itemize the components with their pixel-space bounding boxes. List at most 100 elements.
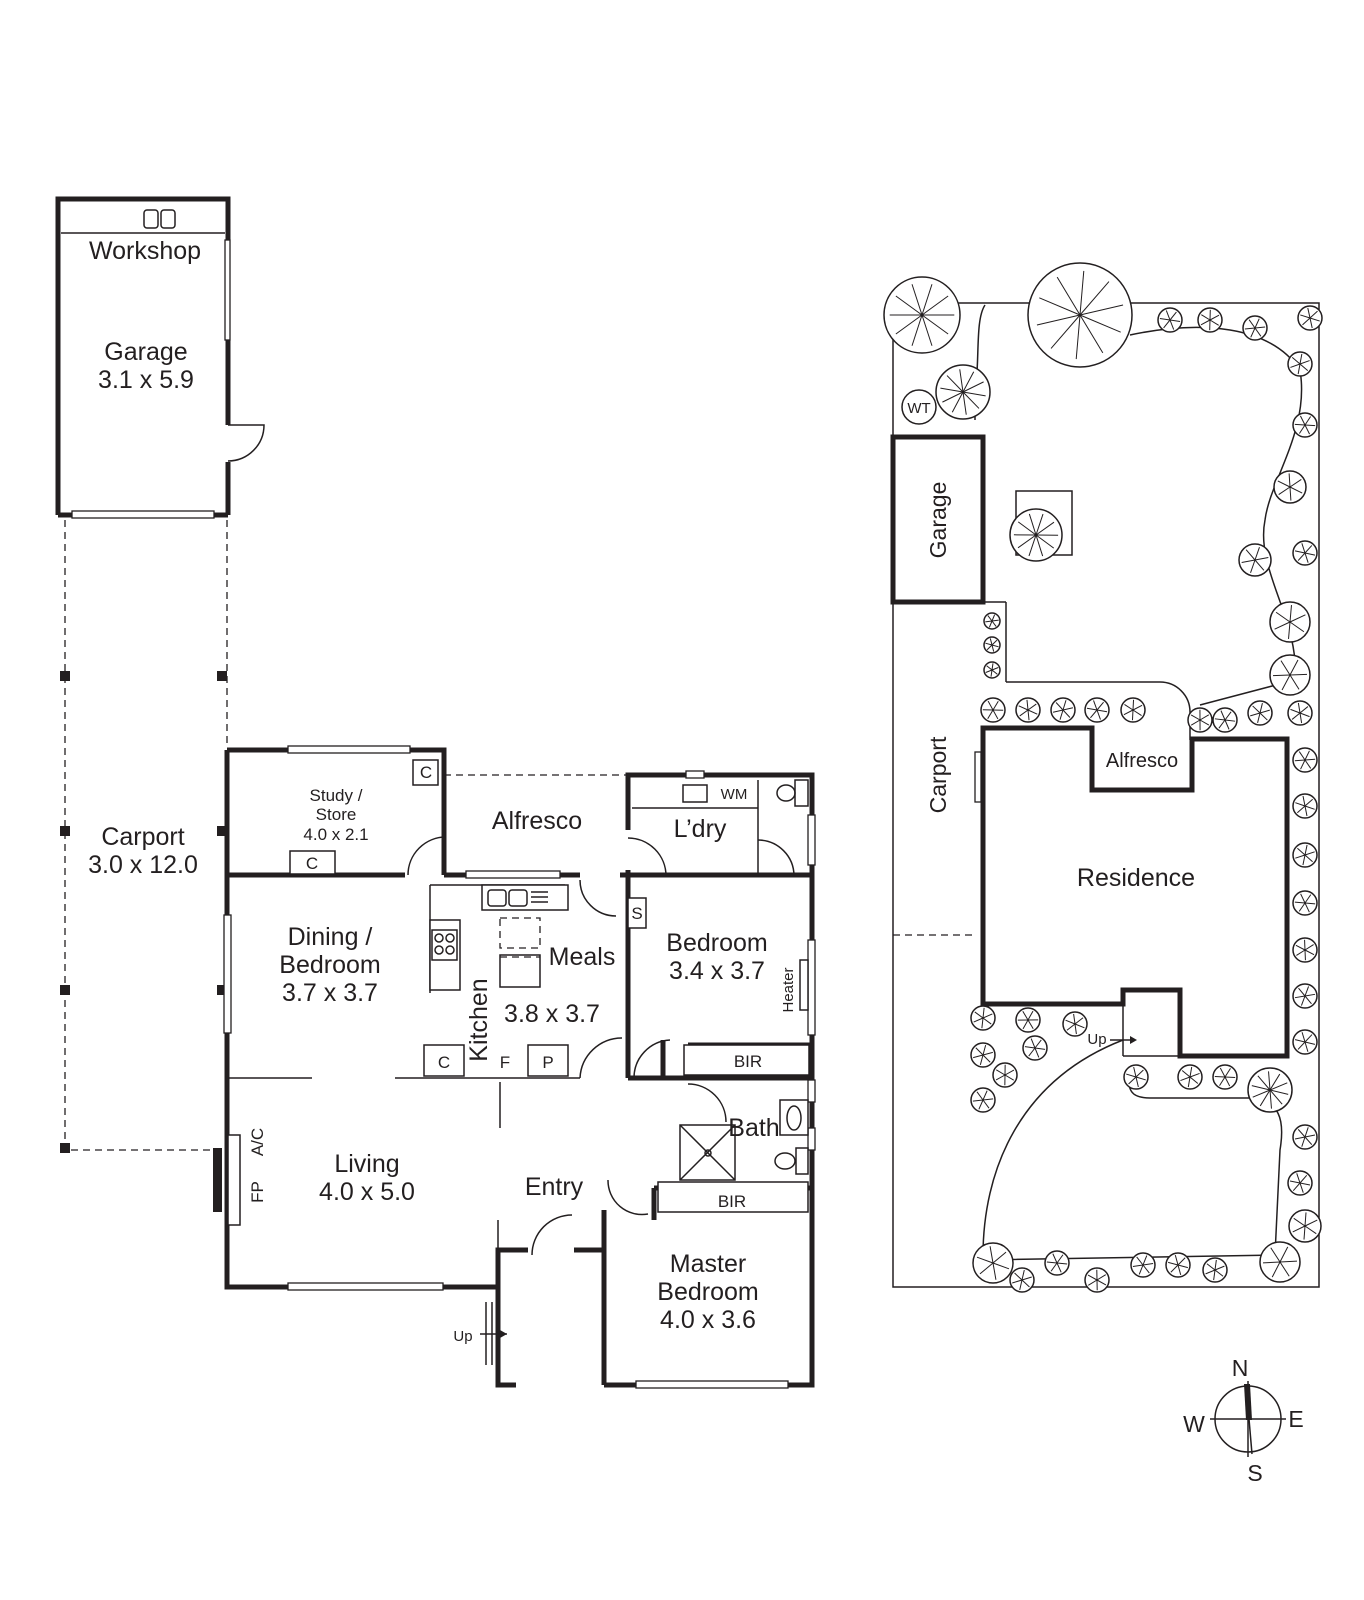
tree-symbol xyxy=(1288,1209,1322,1243)
steps-up-label: Up xyxy=(453,1328,472,1345)
carport-outline xyxy=(60,520,228,1153)
tree-symbol xyxy=(972,1242,1014,1284)
tree-symbol xyxy=(1287,1170,1313,1196)
tree-symbol xyxy=(1273,470,1307,504)
tree-symbol xyxy=(1238,543,1272,577)
tree-symbol xyxy=(1062,1011,1088,1037)
residence-label: Residence xyxy=(1077,864,1195,892)
tree-symbol xyxy=(1009,1267,1035,1293)
tree-symbol xyxy=(1269,601,1311,643)
fireplace-label: FP xyxy=(248,1181,267,1203)
site-trees xyxy=(883,262,1323,1293)
tree-symbol xyxy=(1027,262,1133,368)
washing-machine-label: WM xyxy=(721,786,748,803)
pantry-label: P xyxy=(542,1053,553,1072)
tree-symbol xyxy=(1259,1241,1301,1283)
water-tank-label: WT xyxy=(907,400,930,417)
garage-label: Garage xyxy=(104,338,187,366)
tree-symbol xyxy=(1009,508,1063,562)
tree-symbol xyxy=(1292,793,1318,819)
tree-symbol xyxy=(1292,540,1318,566)
tree-symbol xyxy=(1269,654,1311,696)
alfresco-label: Alfresco xyxy=(492,807,582,835)
compass-west: W xyxy=(1183,1411,1205,1437)
study-label-2: Store xyxy=(316,805,357,824)
tree-symbol xyxy=(1247,700,1273,726)
kitchen-label: Kitchen xyxy=(465,978,493,1061)
cupboard-kitchen: C xyxy=(438,1053,450,1072)
tree-symbol xyxy=(1292,1124,1318,1150)
site-alfresco-label: Alfresco xyxy=(1106,750,1178,772)
tree-symbol xyxy=(1287,351,1313,377)
door-swings xyxy=(407,836,795,1256)
tree-symbol xyxy=(1292,937,1318,963)
garage-building xyxy=(55,196,265,519)
living-size: 4.0 x 5.0 xyxy=(319,1178,415,1206)
tree-symbol xyxy=(1015,697,1041,723)
tree-symbol xyxy=(1212,1064,1238,1090)
tree-symbol xyxy=(883,276,961,354)
site-steps-up-label: Up xyxy=(1087,1031,1106,1048)
living-label: Living xyxy=(334,1150,399,1178)
dining-label-1: Dining / xyxy=(288,923,373,951)
tree-symbol xyxy=(992,1062,1018,1088)
tree-symbol xyxy=(1197,307,1223,333)
tree-symbol xyxy=(1292,890,1318,916)
bir-bedroom: BIR xyxy=(734,1052,762,1071)
master-label-1: Master xyxy=(670,1250,746,1278)
tree-symbol xyxy=(1123,1064,1149,1090)
tree-symbol xyxy=(970,1005,996,1031)
master-size: 4.0 x 3.6 xyxy=(660,1306,756,1334)
shelf-label: S xyxy=(631,904,642,923)
tree-symbol xyxy=(935,364,991,420)
tree-symbol xyxy=(983,661,1001,679)
tree-symbol xyxy=(1015,1007,1041,1033)
heater-label: Heater xyxy=(780,967,797,1012)
tree-symbol xyxy=(1292,983,1318,1009)
bir-master: BIR xyxy=(718,1192,746,1211)
tree-symbol xyxy=(1130,1252,1156,1278)
tree-symbol xyxy=(1212,707,1238,733)
meals-label: Meals xyxy=(549,943,616,971)
tree-symbol xyxy=(1084,697,1110,723)
tree-symbol xyxy=(1165,1252,1191,1278)
compass-north: N xyxy=(1232,1355,1249,1381)
tree-symbol xyxy=(1297,305,1323,331)
compass xyxy=(1210,1381,1286,1457)
tree-symbol xyxy=(1242,315,1268,341)
tree-symbol xyxy=(1292,412,1318,438)
floor-plan-labels: Study / Store 4.0 x 2.1 C C Alfresco L’d… xyxy=(248,763,797,1345)
tree-symbol xyxy=(1050,697,1076,723)
master-label-2: Bedroom xyxy=(657,1278,758,1306)
tree-symbol xyxy=(1044,1250,1070,1276)
workshop-label: Workshop xyxy=(89,237,201,265)
meals-size: 3.8 x 3.7 xyxy=(504,1000,600,1028)
tree-symbol xyxy=(1187,707,1213,733)
tree-symbol xyxy=(1292,1029,1318,1055)
tree-symbol xyxy=(980,697,1006,723)
tree-symbol xyxy=(1292,842,1318,868)
tree-symbol xyxy=(983,612,1001,630)
site-carport-label: Carport xyxy=(925,736,951,813)
cupboard-study: C xyxy=(420,763,432,782)
cupboard-study-2: C xyxy=(306,854,318,873)
entry-label: Entry xyxy=(525,1173,584,1201)
laundry-label: L’dry xyxy=(674,815,727,843)
compass-south: S xyxy=(1247,1460,1262,1486)
bath-label: Bath xyxy=(728,1114,779,1142)
tree-symbol xyxy=(1084,1267,1110,1293)
tree-symbol xyxy=(970,1042,996,1068)
study-size: 4.0 x 2.1 xyxy=(303,825,368,844)
tree-symbol xyxy=(1022,1035,1048,1061)
garage-size: 3.1 x 5.9 xyxy=(98,366,194,394)
tree-symbol xyxy=(1120,697,1146,723)
tree-symbol xyxy=(1202,1257,1228,1283)
tree-symbol xyxy=(983,636,1001,654)
tree-symbol xyxy=(1177,1064,1203,1090)
fridge-label: F xyxy=(500,1053,510,1072)
dining-label-2: Bedroom xyxy=(279,951,380,979)
fixtures xyxy=(213,759,810,1365)
bedroom-size: 3.4 x 3.7 xyxy=(669,957,765,985)
compass-east: E xyxy=(1288,1406,1303,1432)
